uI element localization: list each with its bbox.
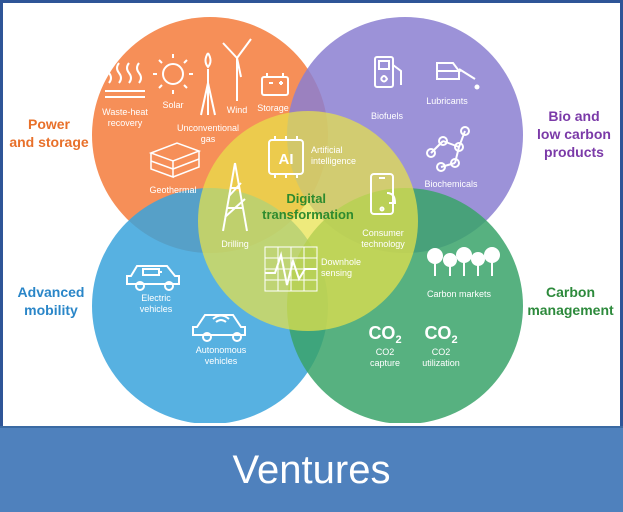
footer-title: Ventures — [232, 447, 391, 492]
molecule-icon — [426, 126, 470, 172]
digital-line-2: transformation — [262, 207, 354, 222]
storage-label: Storage — [257, 103, 289, 113]
ai-chip-icon — [268, 136, 304, 178]
wind-label: Wind — [227, 105, 248, 115]
solar-label: Solar — [162, 100, 183, 110]
digital-line-1: Digital — [286, 191, 326, 206]
electric-car-icon — [126, 265, 180, 291]
lubricants-label: Lubricants — [426, 96, 468, 106]
co2-utilization-icon: CO2 — [424, 323, 457, 346]
bio-products-label: Bio and low carbon products — [537, 108, 611, 160]
waste-heat-icon — [105, 62, 145, 98]
advanced-mobility-label: Advanced mobility — [17, 284, 85, 318]
battery-storage-icon — [261, 73, 289, 96]
oil-can-icon — [436, 62, 480, 90]
co2-capture-glyph: CO — [368, 323, 395, 343]
biofuels-label: Biofuels — [371, 111, 404, 121]
power-storage-label: Power and storage — [9, 116, 89, 150]
co2-capture-subscript: 2 — [395, 334, 401, 346]
carbon-markets-label: Carbon markets — [427, 289, 492, 299]
drilling-rig-icon — [222, 162, 248, 232]
digital-circle — [198, 111, 418, 331]
downhole-sensing-icon — [264, 246, 318, 292]
autonomous-car-icon — [192, 314, 246, 342]
smartphone-icon — [370, 173, 397, 215]
drilling-label: Drilling — [221, 239, 249, 249]
biochemicals-label: Biochemicals — [424, 179, 478, 189]
co2-utilization-subscript: 2 — [451, 334, 457, 346]
geothermal-label: Geothermal — [149, 185, 196, 195]
forest-icon — [427, 247, 500, 276]
footer-banner: Ventures — [0, 426, 623, 512]
gas-flare-icon — [200, 52, 216, 116]
digital-transformation-label: Digital transformation — [262, 191, 354, 222]
fuel-pump-icon — [374, 56, 402, 88]
co2-capture-icon: CO2 — [368, 323, 401, 346]
geothermal-icon — [148, 142, 202, 179]
solar-icon — [153, 54, 193, 94]
co2-utilization-glyph: CO — [424, 323, 451, 343]
ai-chip-glyph: AI — [279, 151, 294, 168]
carbon-management-label: Carbon management — [527, 284, 614, 318]
wind-turbine-icon — [222, 38, 252, 101]
